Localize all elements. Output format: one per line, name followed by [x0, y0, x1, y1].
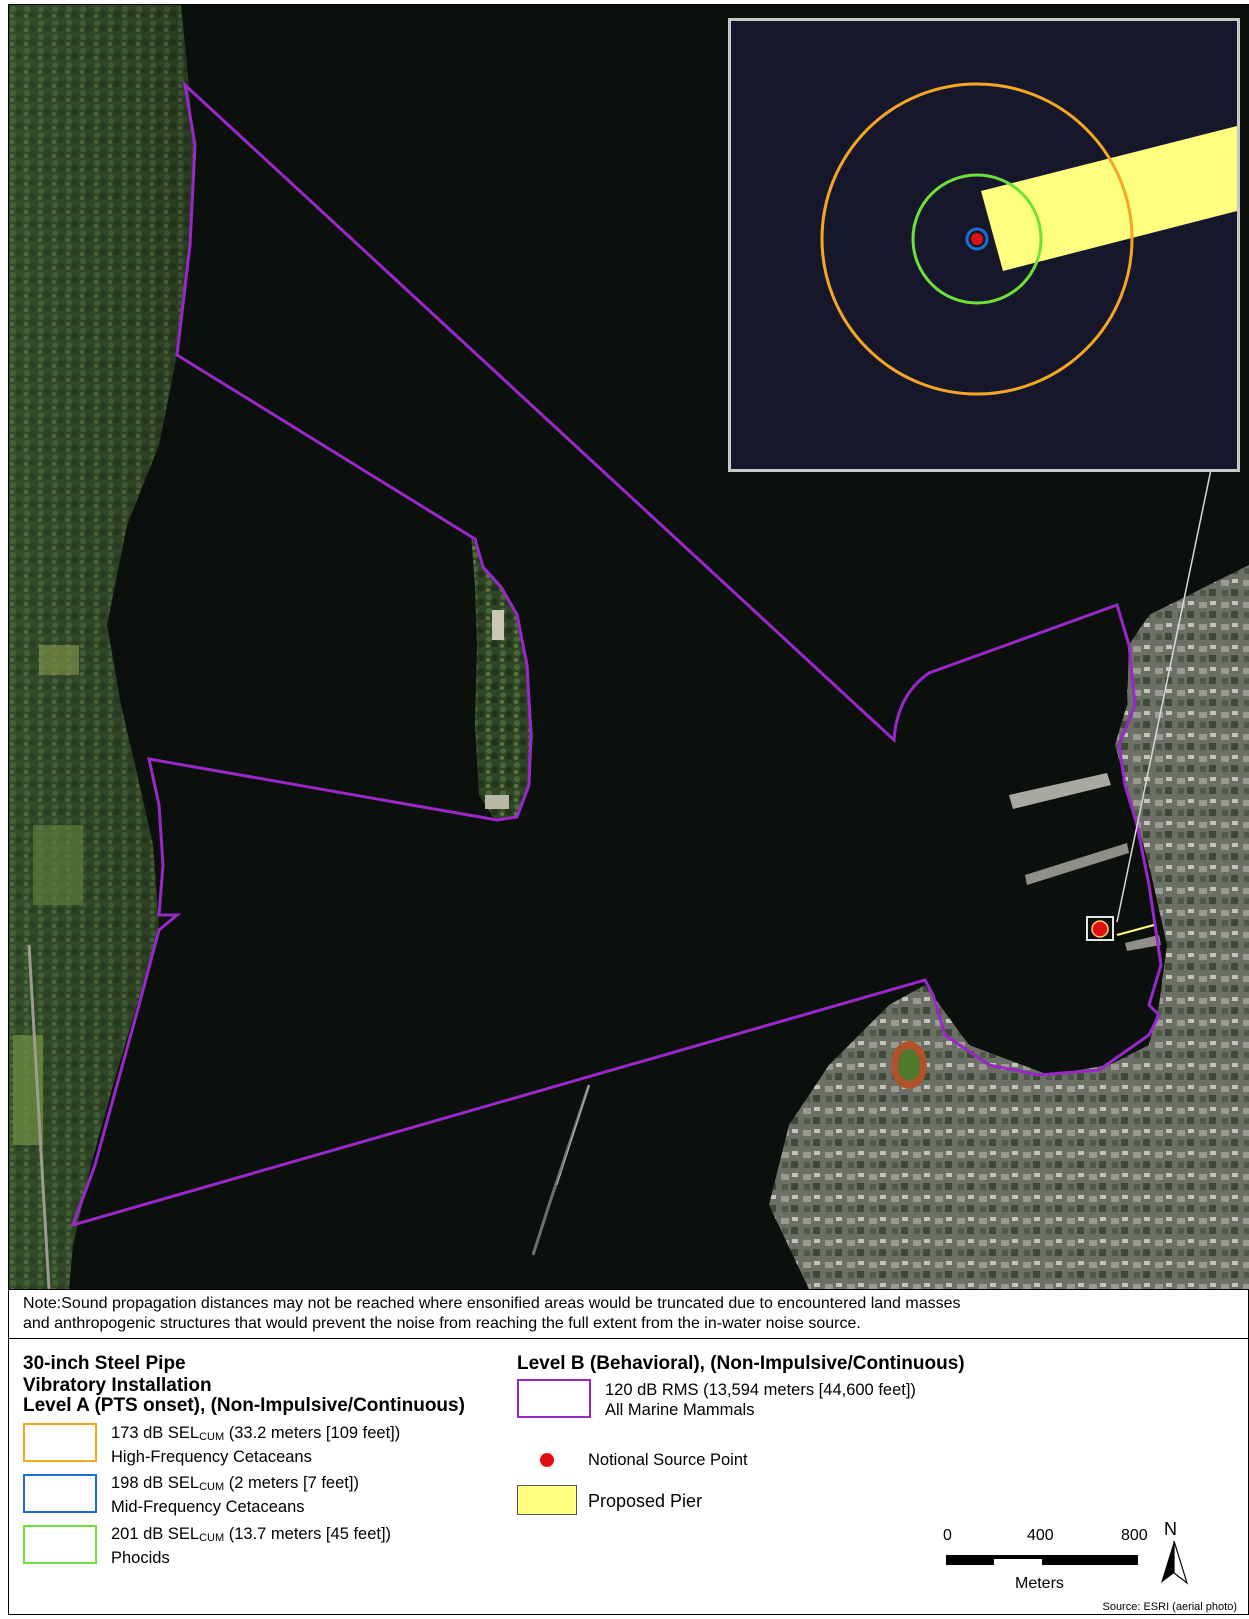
- north-arrow-icon: [1161, 1540, 1189, 1585]
- source-locator-box[interactable]: [1086, 916, 1114, 941]
- notional-source-point-marker[interactable]: [1091, 920, 1109, 938]
- legend-swatch-level-b: [517, 1379, 591, 1418]
- legend-source-point-icon: [540, 1453, 554, 1467]
- aerial-map[interactable]: [9, 5, 1249, 1289]
- legend-title-1: 30-inch Steel Pipe: [23, 1353, 186, 1374]
- legend-title-2: Vibratory Installation: [23, 1375, 212, 1396]
- map-source: Source: ESRI (aerial photo): [1102, 1601, 1237, 1613]
- pier-north: [1009, 773, 1111, 809]
- note-line-2: and anthropogenic structures that would …: [23, 1315, 861, 1332]
- inset-leader-line: [1116, 454, 1215, 923]
- legend-label-high-frequency: 173 dB SELCUM (33.2 meters [109 feet]) H…: [111, 1424, 401, 1466]
- level-a-heading: Level A (PTS onset), (Non-Impulsive/Cont…: [23, 1395, 465, 1416]
- north-label: N: [1164, 1519, 1177, 1539]
- scale-tick-400: 400: [1027, 1527, 1054, 1544]
- inset-map[interactable]: [728, 18, 1240, 472]
- scale-bar: [946, 1555, 1138, 1565]
- legend-label-proposed-pier: Proposed Pier: [588, 1491, 703, 1511]
- legend-swatch-phocids: [23, 1525, 97, 1564]
- legend: 30-inch Steel Pipe Vibratory Installatio…: [9, 1339, 1249, 1615]
- inset-mid-frequency-ring: [965, 227, 989, 251]
- level-b-ensonified-area[interactable]: [70, 80, 1163, 1228]
- level-b-heading: Level B (Behavioral), (Non-Impulsive/Con…: [517, 1353, 965, 1374]
- scale-tick-800: 800: [1121, 1527, 1148, 1544]
- legend-label-source-point: Notional Source Point: [588, 1451, 748, 1469]
- inset-phocids-ring: [911, 173, 1043, 305]
- east-shore-land: [769, 565, 1249, 1289]
- inset-high-frequency-ring: [820, 82, 1134, 396]
- inset-source-point: [971, 233, 983, 245]
- legend-swatch-proposed-pier: [517, 1485, 577, 1515]
- legend-label-level-b: 120 dB RMS (13,594 meters [44,600 feet])…: [605, 1381, 916, 1419]
- scale-unit: Meters: [1015, 1575, 1064, 1592]
- legend-label-phocids: 201 dB SELCUM (13.7 meters [45 feet]) Ph…: [111, 1525, 392, 1567]
- scale-tick-0: 0: [943, 1527, 952, 1544]
- legend-swatch-mid-frequency: [23, 1474, 97, 1513]
- legend-label-mid-frequency: 198 dB SELCUM (2 meters [7 feet]) Mid-Fr…: [111, 1474, 359, 1516]
- legend-swatch-high-frequency: [23, 1423, 97, 1462]
- inset-proposed-pier: [981, 126, 1237, 271]
- note-line-1: Note:Sound propagation distances may not…: [23, 1295, 961, 1312]
- inset-canvas: [731, 21, 1237, 469]
- map-note: Note:Sound propagation distances may not…: [9, 1289, 1249, 1339]
- pier-middle: [1025, 843, 1129, 885]
- island: [471, 535, 533, 820]
